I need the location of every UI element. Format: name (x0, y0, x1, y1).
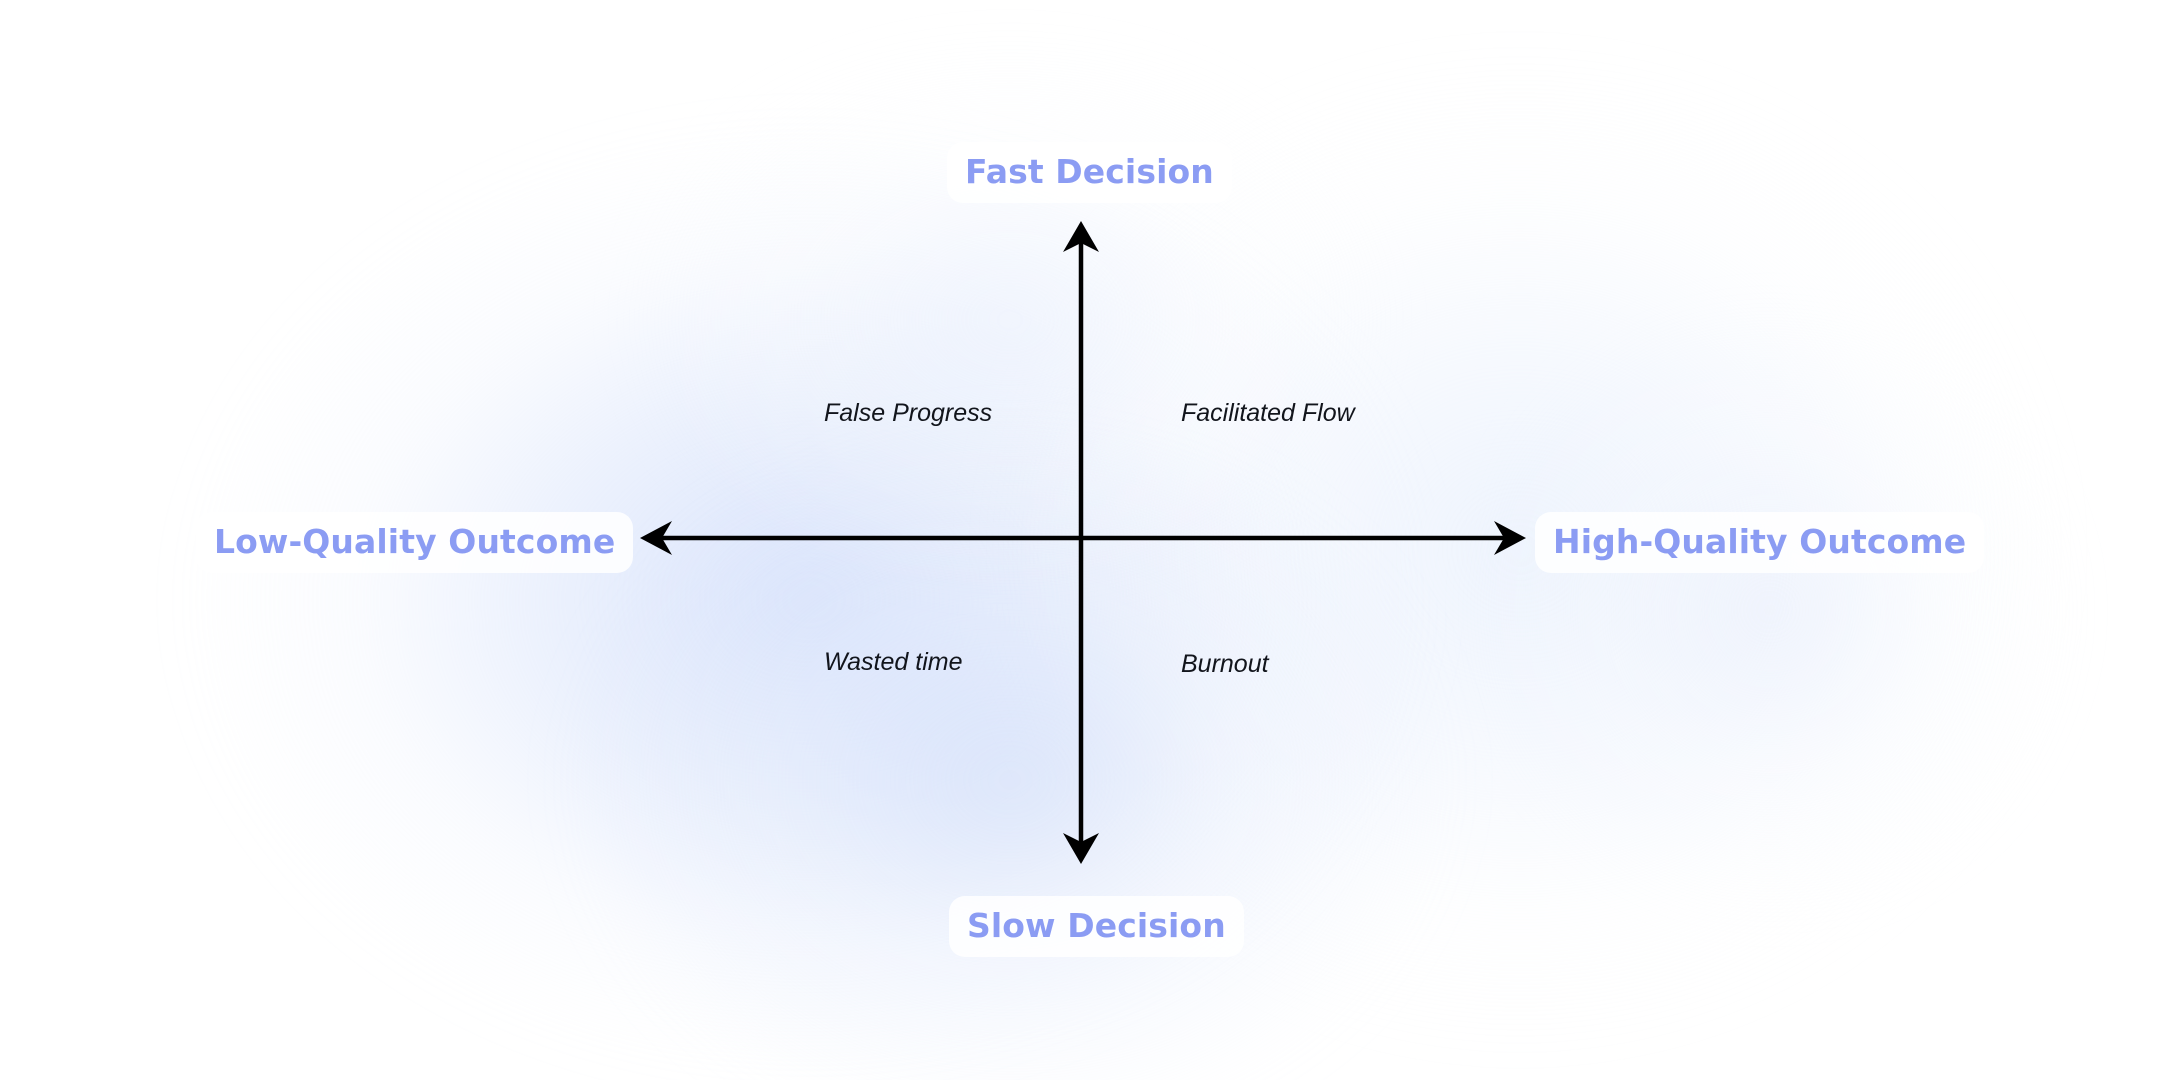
axis-label-low-quality-outcome: Low-Quality Outcome (196, 512, 634, 573)
axis-label-high-quality-outcome: High-Quality Outcome (1535, 512, 1985, 573)
axis-arrow-down-icon (1063, 833, 1099, 864)
axis-arrow-right-icon (1494, 521, 1526, 555)
axis-arrow-up-icon (1063, 221, 1099, 252)
axis-label-fast-decision: Fast Decision (947, 142, 1232, 203)
quadrant-label-burnout: Burnout (1181, 650, 1269, 678)
quadrant-label-false-progress: False Progress (824, 399, 993, 427)
axis-label-slow-decision: Slow Decision (949, 896, 1244, 957)
quadrant-label-wasted-time: Wasted time (824, 648, 963, 676)
axis-arrow-left-icon (640, 521, 672, 555)
quadrant-label-facilitated-flow: Facilitated Flow (1181, 399, 1355, 427)
